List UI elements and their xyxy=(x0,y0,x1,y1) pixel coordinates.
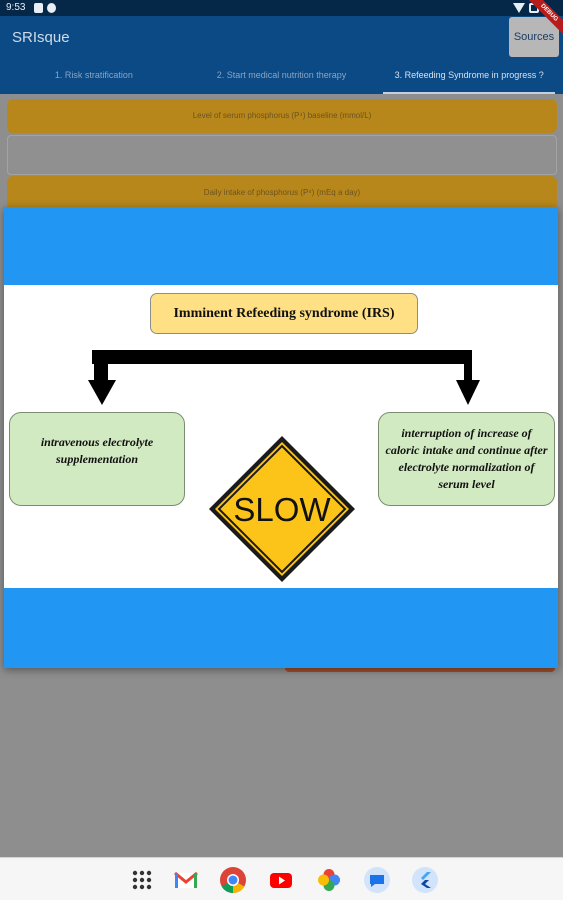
tab-start-nutrition-therapy[interactable]: 2. Start medical nutrition therapy xyxy=(216,70,347,80)
slow-sign-text: SLOW xyxy=(233,491,331,528)
dialog-top-band xyxy=(4,207,558,285)
chrome-icon[interactable] xyxy=(219,866,247,894)
tab-risk-stratification[interactable]: 1. Risk stratification xyxy=(54,70,133,80)
sim-card-icon xyxy=(34,3,43,13)
notification-icon xyxy=(47,3,56,13)
flutter-icon[interactable] xyxy=(411,866,439,894)
apps-grid-icon[interactable] xyxy=(128,866,156,894)
branch-connector xyxy=(88,350,480,405)
phosphorus-intake-label: Daily intake of phosphorus (P⁴) (mEq a d… xyxy=(7,176,557,210)
app-bar: SRIsque Sources xyxy=(0,16,563,60)
calculate-button-edge[interactable] xyxy=(285,666,555,672)
slow-sign-icon: SLOW xyxy=(209,436,355,582)
dialog-bottom-band xyxy=(4,588,558,668)
sources-button[interactable]: Sources xyxy=(509,17,559,57)
wifi-icon xyxy=(513,3,525,13)
tab-bar: 1. Risk stratification 2. Start medical … xyxy=(0,60,563,94)
irs-title-box: Imminent Refeeding syndrome (IRS) xyxy=(150,293,418,334)
tab-refeeding-syndrome[interactable]: 3. Refeeding Syndrome in progress ? xyxy=(375,60,563,94)
status-bar: 9:53 xyxy=(0,0,563,16)
interrupt-caloric-box: interruption of increase of caloric inta… xyxy=(378,412,555,506)
photos-icon[interactable] xyxy=(315,866,343,894)
serum-phosphorus-label: Level of serum phosphorus (P⁴) baseline … xyxy=(7,99,557,133)
serum-phosphorus-input[interactable] xyxy=(7,135,557,175)
branch-arrows xyxy=(88,350,480,405)
youtube-icon[interactable] xyxy=(267,866,295,894)
irs-dialog[interactable]: Imminent Refeeding syndrome (IRS) intrav… xyxy=(4,207,558,668)
iv-electrolyte-box: intravenous electrolyte supplementation xyxy=(9,412,185,506)
gmail-icon[interactable] xyxy=(172,866,200,894)
status-time: 9:53 xyxy=(6,2,26,13)
messages-icon[interactable] xyxy=(363,866,391,894)
app-title: SRIsque xyxy=(12,29,70,46)
taskbar-dock xyxy=(0,857,563,900)
